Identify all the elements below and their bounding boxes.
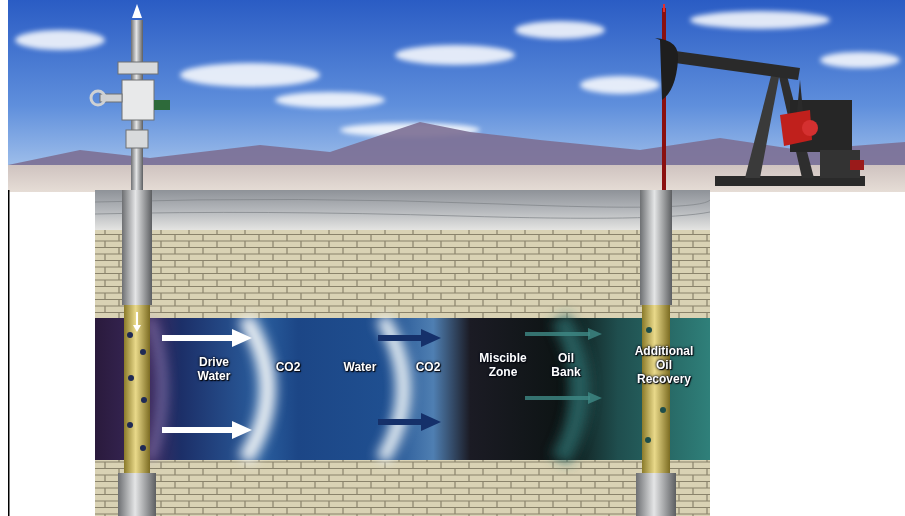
surface-scene-part <box>275 92 385 108</box>
injection-well-part <box>127 332 147 451</box>
surface-scene <box>8 0 905 192</box>
flow-arrows-part <box>232 329 252 347</box>
flow-arrows <box>162 328 602 439</box>
underground-section-part <box>95 318 710 460</box>
flow-arrows-part <box>421 329 441 347</box>
underground-section-part <box>95 230 710 318</box>
surface-scene-part <box>180 63 320 87</box>
pumpjack-part <box>655 38 678 100</box>
injection-well-part <box>133 325 141 332</box>
flow-arrows-part <box>588 328 602 340</box>
fluid-zone-label: CO2 <box>411 361 445 375</box>
underground-section <box>8 190 710 516</box>
injection-well <box>118 190 156 516</box>
production-well-part <box>645 437 651 443</box>
flow-arrows-part <box>378 419 425 425</box>
flow-arrows-part <box>162 335 236 341</box>
fluid-zone-label: Oil Bank <box>548 352 584 380</box>
flow-arrows-part <box>378 335 425 341</box>
underground-section-part <box>150 318 163 460</box>
surface-scene-part <box>580 76 660 94</box>
injection-well-part <box>122 190 152 305</box>
surface-scene-part <box>690 11 830 29</box>
surface-scene-part <box>15 30 105 50</box>
production-well-part <box>636 473 676 516</box>
injection-wellhead-part <box>154 100 170 110</box>
well-label: Additional Oil Recovery <box>629 345 699 386</box>
injection-well-part <box>140 349 146 355</box>
underground-section-part <box>95 190 710 230</box>
pumpjack-part <box>663 4 665 12</box>
injection-wellhead-part <box>126 130 148 148</box>
injection-well-part <box>118 473 156 516</box>
surface-scene-part <box>8 0 905 192</box>
production-well-part <box>640 190 672 305</box>
flow-arrows-part <box>525 396 590 400</box>
underground-section-part <box>95 199 710 218</box>
fluid-zone-label: CO2 <box>271 361 305 375</box>
production-well-part <box>646 327 652 333</box>
pumpjack-part <box>668 50 800 80</box>
underground-section-part <box>8 190 10 516</box>
pumpjack-part <box>850 160 864 170</box>
injection-well-part <box>140 445 146 451</box>
pumpjack-part <box>802 120 818 136</box>
injection-wellhead-part <box>132 4 142 18</box>
injection-well-part <box>124 305 150 473</box>
fluid-zone-label: Miscible Zone <box>473 352 533 380</box>
injection-well-part <box>128 375 134 381</box>
injection-wellhead <box>91 4 170 192</box>
injection-wellhead-part <box>122 80 154 120</box>
underground-section-part <box>95 460 710 516</box>
injection-well-part <box>127 332 133 338</box>
injection-wellhead-part <box>91 91 105 105</box>
flow-arrows-part <box>421 413 441 431</box>
pumpjack-part <box>662 8 666 192</box>
production-well-part <box>642 305 670 473</box>
flow-arrows-part <box>232 421 252 439</box>
underground-section-part <box>560 318 580 460</box>
injection-well-part <box>141 397 147 403</box>
fluid-zone-label: Water <box>337 361 383 375</box>
pumpjack <box>655 4 865 192</box>
flow-arrows-part <box>162 427 236 433</box>
underground-section-part <box>150 318 580 460</box>
flow-arrows-part <box>588 392 602 404</box>
pumpjack-part <box>745 72 780 178</box>
injection-wellhead-part <box>118 62 158 74</box>
production-well-part <box>660 407 666 413</box>
surface-scene-part <box>395 45 515 65</box>
flow-arrows-part <box>525 332 590 336</box>
surface-scene-part <box>820 52 900 68</box>
fluid-zone-label: Drive Water <box>190 356 238 384</box>
surface-scene-part <box>515 21 605 39</box>
injection-well-part <box>127 422 133 428</box>
